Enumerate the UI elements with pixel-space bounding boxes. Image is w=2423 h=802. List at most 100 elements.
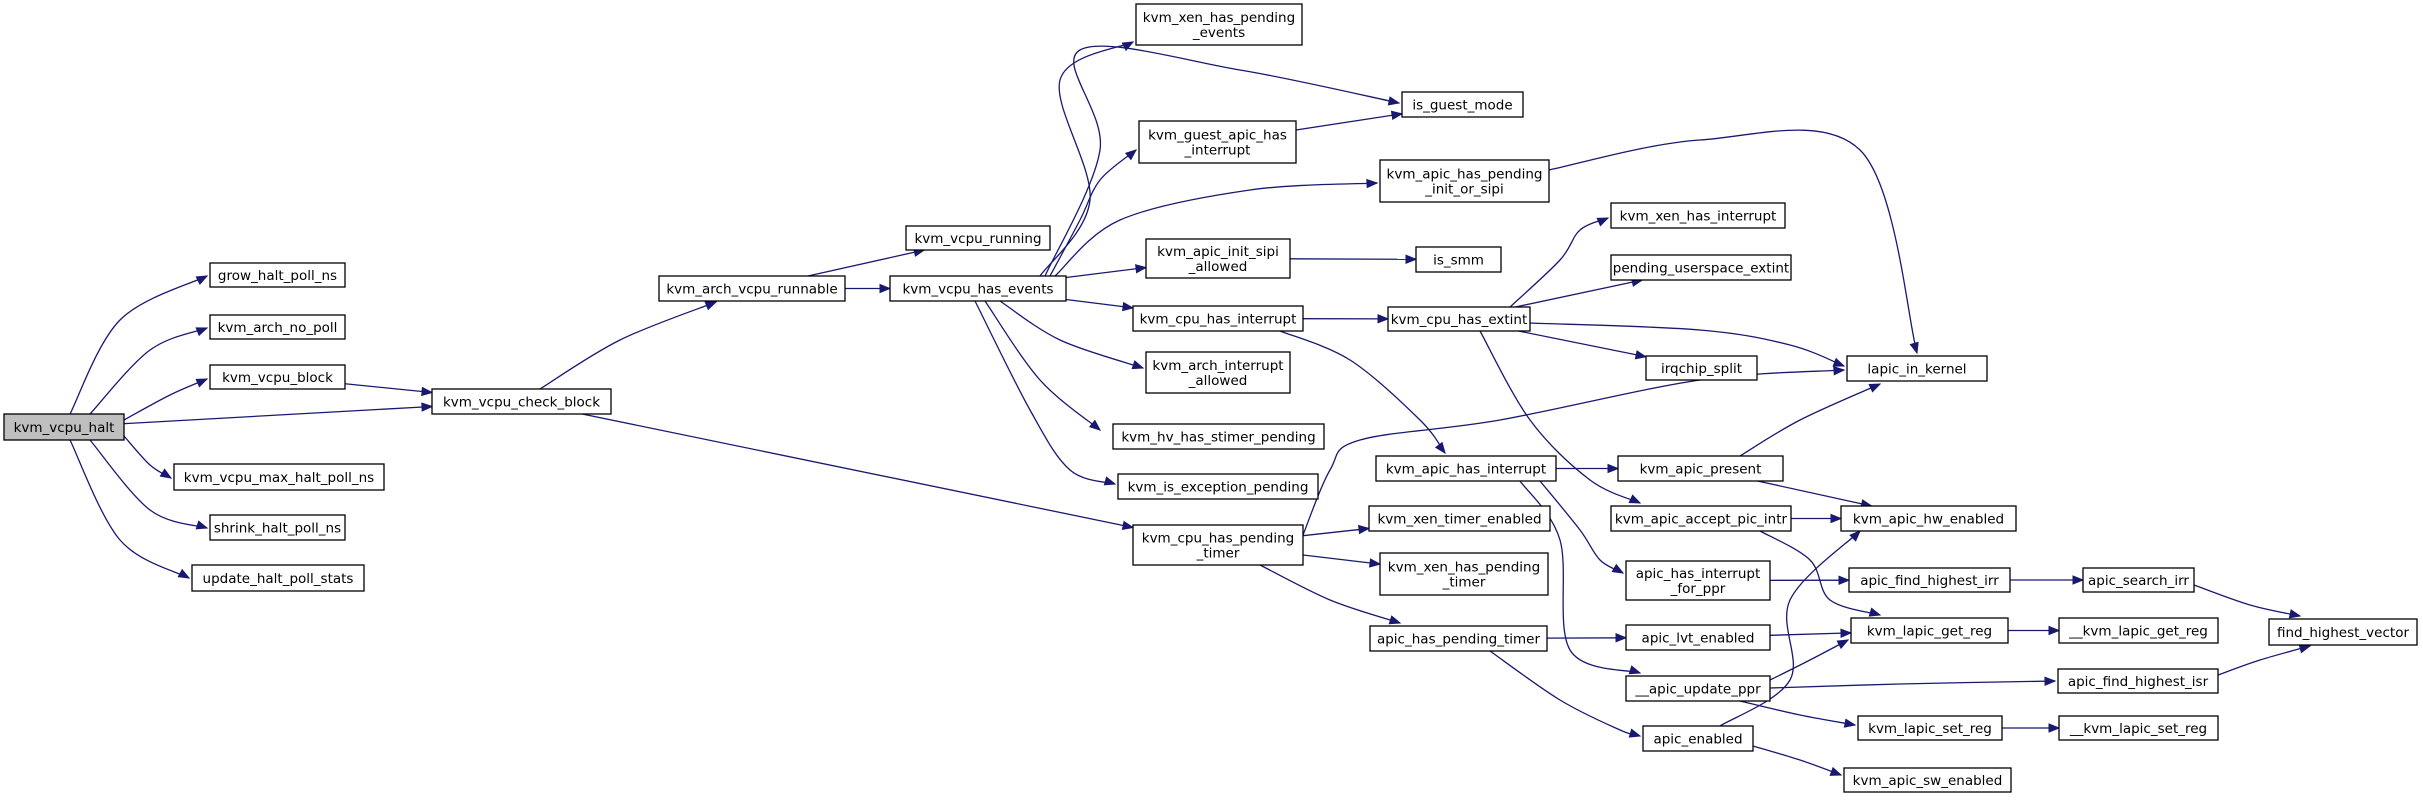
edge-apic_has_pending_timer-to-apic_lvt_enabled [1546,633,1628,643]
node-label: _allowed [1188,259,1248,275]
node-label: __kvm_lapic_get_reg [2068,624,2208,640]
node-box [1850,617,2009,644]
node-kvm-apic-present[interactable]: kvm_apic_present [1617,455,1784,482]
node-kvm-xen-timer-enabled[interactable]: kvm_xen_timer_enabled [1368,505,1551,532]
edge-kvm_vcpu_halt-to-kvm_vcpu_max_halt_poll_ns [123,435,173,479]
node-kvm-vcpu-max-halt-poll-ns[interactable]: kvm_vcpu_max_halt_poll_ns [173,463,385,491]
edge-apic_lvt_enabled-to-kvm_lapic_get_reg [1769,628,1853,638]
node-label: kvm_apic_sw_enabled [1853,773,2003,789]
node-box [1145,351,1291,394]
node-label: apic_find_highest_irr [1860,573,1999,589]
node-label: kvm_vcpu_has_events [902,282,1053,298]
node-apic-enabled[interactable]: apic_enabled [1642,725,1754,752]
node-kvm-vcpu-halt[interactable]: kvm_vcpu_halt [3,413,125,441]
node-box [1138,120,1297,164]
node-label: grow_halt_poll_ns [218,268,337,284]
node-kvm-xen-has-pending-timer[interactable]: kvm_xen_has_pending_timer [1379,552,1549,596]
edge-kvm_cpu_has_pending_timer-to-kvm_xen_timer_enabled [1302,524,1371,537]
node-kvm-guest-apic-has-interrupt[interactable]: kvm_guest_apic_has_interrupt [1138,120,1297,164]
edge-apic_find_highest_irr-to-apic_search_irr [2010,575,2085,585]
node-box [889,275,1067,302]
node-kvm-vcpu-has-events[interactable]: kvm_vcpu_has_events [889,275,1067,302]
node-is-smm[interactable]: is_smm [1415,246,1502,273]
edge-kvm_vcpu_halt-to-update_halt_poll_stats [69,439,191,579]
node-box [1843,767,2012,793]
edge-kvm_vcpu_halt-to-grow_halt_poll_ns [69,275,209,415]
node-kvm-vcpu-check-block[interactable]: kvm_vcpu_check_block [431,388,612,415]
node-kvm-cpu-has-interrupt[interactable]: kvm_cpu_has_interrupt [1132,305,1304,332]
node-kvm-cpu-has-pending-timer[interactable]: kvm_cpu_has_pending_timer [1132,524,1304,566]
node-apic-search-irr[interactable]: apic_search_irr [2082,567,2195,593]
node-label: find_highest_vector [2277,625,2409,641]
node-irqchip-split[interactable]: irqchip_split [1645,355,1758,381]
node-label: kvm_is_exception_pending [1128,480,1309,496]
node-kvm-xen-has-interrupt[interactable]: kvm_xen_has_interrupt [1610,202,1786,229]
edge-kvm_vcpu_has_events-to-kvm_hv_has_stimer_pending [984,300,1102,431]
node-apic-has-interrupt-for-ppr[interactable]: apic_has_interrupt_for_ppr [1625,560,1771,601]
node-kvm-xen-has-pending-events[interactable]: kvm_xen_has_pending_events [1135,3,1303,46]
node-kvm-lapic-set-reg[interactable]: __kvm_lapic_set_reg [2058,715,2219,741]
node-apic-find-highest-isr[interactable]: apic_find_highest_isr [2057,668,2219,694]
node-box [1610,505,1792,532]
node-label: apic_has_interrupt [1636,566,1761,582]
node-label: kvm_arch_no_poll [218,320,338,336]
node-kvm-arch-no-poll[interactable]: kvm_arch_no_poll [209,314,346,340]
node-kvm-apic-has-interrupt[interactable]: kvm_apic_has_interrupt [1375,455,1557,482]
node-label: kvm_lapic_set_reg [1868,721,1992,737]
node-pending-userspace-extint[interactable]: pending_userspace_extint [1610,254,1792,281]
node-label: _allowed [1188,373,1248,389]
node-apic-lvt-enabled[interactable]: apic_lvt_enabled [1625,624,1771,651]
node-lapic-in-kernel[interactable]: lapic_in_kernel [1846,355,1988,382]
node-find-highest-vector[interactable]: find_highest_vector [2268,618,2418,646]
node-label: kvm_apic_accept_pic_intr [1615,512,1788,528]
node-box [1387,306,1531,332]
node-label: apic_enabled [1653,732,1742,748]
node-label: kvm_cpu_has_interrupt [1140,312,1297,328]
node-grow-halt-poll-ns[interactable]: grow_halt_poll_ns [209,262,346,288]
node-apic-find-highest-irr[interactable]: apic_find_highest_irr [1848,567,2011,593]
node-label: kvm_apic_hw_enabled [1853,512,2004,528]
node-label: lapic_in_kernel [1867,362,1966,378]
node-update-halt-poll-stats[interactable]: update_halt_poll_stats [191,564,365,592]
node-label: kvm_vcpu_block [222,370,333,386]
node-box [1379,159,1550,203]
edge-apic_find_highest_isr-to-find_highest_vector [2217,644,2312,676]
node-kvm-apic-has-pending-init-or-sipi[interactable]: kvm_apic_has_pending_init_or_sipi [1379,159,1550,203]
node-apic-update-ppr[interactable]: __apic_update_ppr [1625,675,1771,702]
node-box [191,564,365,592]
node-label: is_smm [1433,253,1484,269]
node-label: _events [1192,25,1245,41]
node-kvm-arch-vcpu-runnable[interactable]: kvm_arch_vcpu_runnable [658,275,846,302]
node-label: _for_ppr [1670,581,1726,597]
node-box [1368,505,1551,532]
node-apic-has-pending-timer[interactable]: apic_has_pending_timer [1369,625,1548,652]
edge-kvm_cpu_has_extint-to-pending_userspace_extint [1515,277,1644,308]
node-kvm-arch-interrupt-allowed[interactable]: kvm_arch_interrupt_allowed [1145,351,1291,394]
node-kvm-is-exception-pending[interactable]: kvm_is_exception_pending [1117,473,1319,500]
node-kvm-lapic-set-reg[interactable]: kvm_lapic_set_reg [1857,715,2003,741]
node-label: apic_lvt_enabled [1642,631,1755,647]
node-box [1846,355,1988,382]
node-kvm-apic-sw-enabled[interactable]: kvm_apic_sw_enabled [1843,767,2012,793]
node-label: kvm_lapic_get_reg [1867,624,1992,640]
edge-kvm_apic_init_sipi_allowed-to-is_smm [1289,254,1418,265]
edge-apic_has_pending_timer-to-apic_enabled [1489,650,1642,738]
node-kvm-apic-hw-enabled[interactable]: kvm_apic_hw_enabled [1840,505,2017,532]
node-kvm-hv-has-stimer-pending[interactable]: kvm_hv_has_stimer_pending [1112,423,1325,450]
node-label: kvm_arch_vcpu_runnable [666,282,837,298]
node-box [1848,567,2011,593]
node-kvm-apic-accept-pic-intr[interactable]: kvm_apic_accept_pic_intr [1610,505,1792,532]
node-kvm-lapic-get-reg[interactable]: __kvm_lapic_get_reg [2058,617,2219,644]
node-label: is_guest_mode [1412,98,1512,114]
node-label: kvm_vcpu_check_block [443,395,600,411]
node-kvm-vcpu-running[interactable]: kvm_vcpu_running [905,225,1051,251]
node-box [1132,524,1304,566]
node-kvm-lapic-get-reg[interactable]: kvm_lapic_get_reg [1850,617,2009,644]
node-kvm-apic-init-sipi-allowed[interactable]: kvm_apic_init_sipi_allowed [1145,238,1291,279]
node-kvm-vcpu-block[interactable]: kvm_vcpu_block [209,364,346,390]
node-shrink-halt-poll-ns[interactable]: shrink_halt_poll_ns [209,514,346,541]
node-kvm-cpu-has-extint[interactable]: kvm_cpu_has_extint [1387,306,1531,332]
node-is-guest-mode[interactable]: is_guest_mode [1401,91,1524,118]
node-label: _timer [1196,546,1240,562]
